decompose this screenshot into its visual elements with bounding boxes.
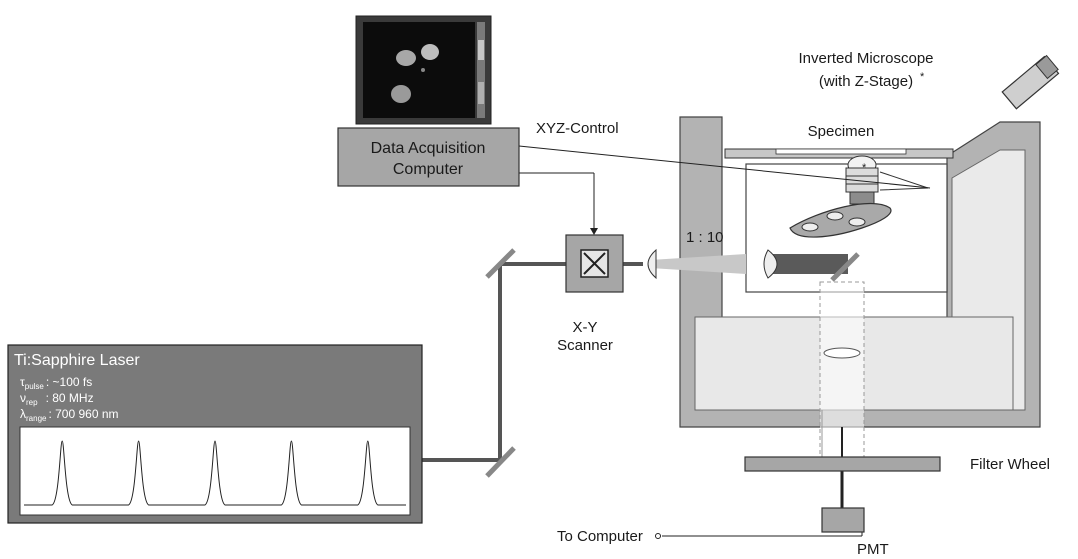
laser-title: Ti:Sapphire Laser bbox=[14, 352, 140, 369]
expanded-beam bbox=[770, 254, 848, 274]
microscope-label-line2: (with Z-Stage) bbox=[819, 73, 913, 90]
tube-lens bbox=[824, 348, 860, 358]
filter-wheel bbox=[745, 457, 940, 471]
microscope-star: * bbox=[920, 71, 925, 83]
scanner-label-line1: X-Y bbox=[572, 319, 597, 336]
svg-text:*: * bbox=[862, 162, 867, 174]
pulse-train-display bbox=[20, 427, 410, 515]
inverted-microscope: * bbox=[680, 56, 1059, 427]
eyepiece-icon bbox=[1002, 56, 1058, 109]
specimen-slide bbox=[776, 149, 906, 154]
daq-label-line2: Computer bbox=[393, 161, 464, 178]
specimen-label: Specimen bbox=[808, 123, 875, 140]
scanner-arrow-icon bbox=[590, 228, 598, 235]
microscope-label-line1: Inverted Microscope bbox=[798, 50, 933, 67]
ti-sapphire-laser: Ti:Sapphire Laser τpulse: ~100 fs νrep: … bbox=[8, 345, 422, 523]
lens-left bbox=[648, 250, 656, 278]
xy-scanner: X-Y Scanner bbox=[557, 235, 623, 354]
scanner-label-line2: Scanner bbox=[557, 337, 613, 354]
daq-label-line1: Data Acquisition bbox=[371, 140, 486, 157]
connector-icon bbox=[656, 534, 661, 539]
xyz-control-label: XYZ-Control bbox=[536, 120, 619, 137]
pmt-label: PMT bbox=[857, 541, 889, 558]
to-computer-label: To Computer bbox=[557, 528, 643, 545]
ratio-label: 1 : 10 bbox=[686, 229, 724, 246]
data-acquisition-computer: Data Acquisition Computer bbox=[338, 16, 519, 186]
pmt-box bbox=[822, 508, 864, 532]
filter-wheel-label: Filter Wheel bbox=[970, 456, 1050, 473]
telescope-expander bbox=[650, 254, 746, 274]
